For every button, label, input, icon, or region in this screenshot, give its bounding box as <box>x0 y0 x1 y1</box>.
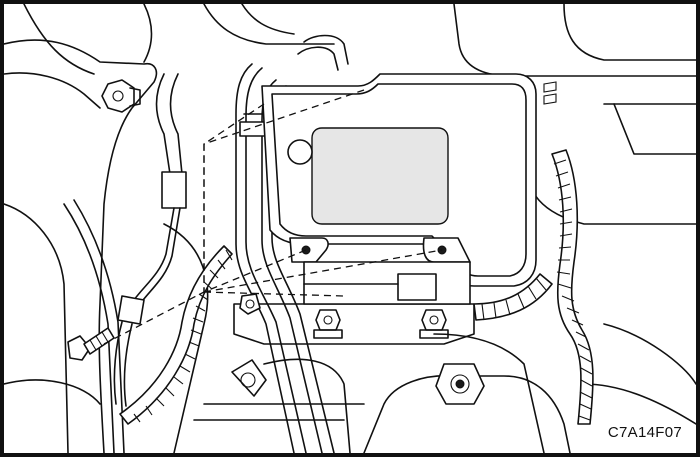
bracket-nut-right <box>419 309 449 339</box>
upper-nut <box>101 79 141 113</box>
fasteners <box>67 79 449 361</box>
bolt-detached <box>67 327 115 361</box>
abs-module-illustration <box>4 4 696 453</box>
figure-code: C7A14F07 <box>607 424 682 441</box>
bracket-bolt-top <box>239 293 261 315</box>
bracket-nut-left <box>313 309 343 339</box>
alignment-lines <box>103 89 443 345</box>
brake-lines <box>63 34 349 453</box>
lower-bracket <box>193 303 696 453</box>
abs-module <box>261 73 557 305</box>
